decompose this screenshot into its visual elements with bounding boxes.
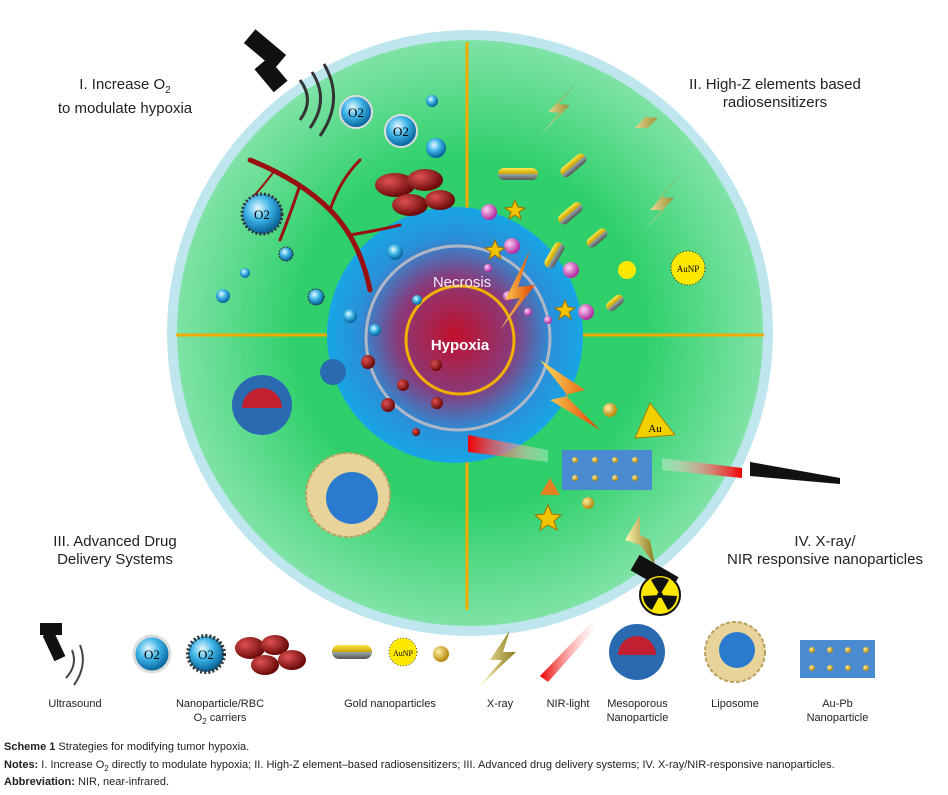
electrons (481, 204, 594, 324)
legend-liposome-icon (704, 621, 766, 683)
scheme-caption: Scheme 1 Strategies for modifying tumor … (4, 741, 250, 753)
svg-text:O2: O2 (144, 647, 160, 662)
necrosis-label: Necrosis (433, 274, 491, 291)
legend-ultrasound-label: Ultrasound (48, 698, 102, 710)
small-triangle (540, 478, 560, 495)
legend-mesoporous-icon (609, 624, 665, 680)
legend-ultrasound-icon (40, 623, 84, 686)
drug-spheres (361, 355, 443, 436)
au-pb-nanoparticle-icon (562, 450, 652, 490)
gold-sphere (582, 497, 594, 509)
legend-o2-carriers-icon: O2 O2 (132, 634, 306, 675)
notes-caption: Notes: I. Increase O2 directly to modula… (4, 759, 835, 774)
legend-xray-icon (478, 630, 516, 688)
legend-nir-label: NIR-light (546, 698, 590, 710)
nir-beam-left (468, 435, 548, 462)
svg-text:AuNP: AuNP (677, 264, 700, 274)
svg-text:O2: O2 (393, 124, 409, 139)
legend-au-pb-icon (800, 640, 875, 678)
hypoxia-ring (404, 284, 516, 396)
svg-text:AuNP: AuNP (393, 649, 414, 658)
quadrant-4-label: IV. X-ray/NIR responsive nanoparticles (727, 533, 923, 568)
aunp-particles: AuNP (618, 250, 706, 286)
orange-xray-bolt (500, 250, 600, 430)
svg-text:O2: O2 (198, 647, 214, 662)
legend-gold-nanoparticles-icon: AuNP (332, 637, 449, 667)
gold-sphere (603, 403, 617, 417)
nir-beam-right (662, 458, 742, 478)
legend-gold-label: Gold nanoparticles (344, 698, 436, 710)
ultrasound-probe-icon (243, 29, 335, 137)
radiation-source-icon (630, 554, 681, 616)
legend-xray-label: X-ray (486, 698, 514, 710)
xray-bolts (540, 85, 680, 565)
liposome-icon (305, 452, 391, 538)
legend-nir-light-icon (540, 622, 598, 682)
au-triangle: Au (634, 402, 676, 439)
stars (483, 198, 577, 532)
gold-nanorods (498, 153, 624, 312)
small-mesoporous-particle (320, 359, 346, 385)
hypoxia-label: Hypoxia (431, 337, 490, 354)
legend-liposome-label: Liposome (711, 698, 759, 710)
oxygen-bubbles: O2 O2 O2 (216, 95, 446, 336)
red-blood-cells-icon (375, 169, 455, 216)
svg-text:Au: Au (648, 423, 662, 435)
svg-text:O2: O2 (254, 207, 270, 222)
svg-text:O2: O2 (348, 105, 364, 120)
nir-laser-icon (750, 462, 840, 484)
mesoporous-nanoparticle-icon (232, 375, 292, 435)
necrosis-ring (364, 244, 552, 432)
abbreviation-caption: Abbreviation: NIR, near-infrared. (4, 776, 170, 788)
blood-vessel-icon (247, 157, 402, 293)
